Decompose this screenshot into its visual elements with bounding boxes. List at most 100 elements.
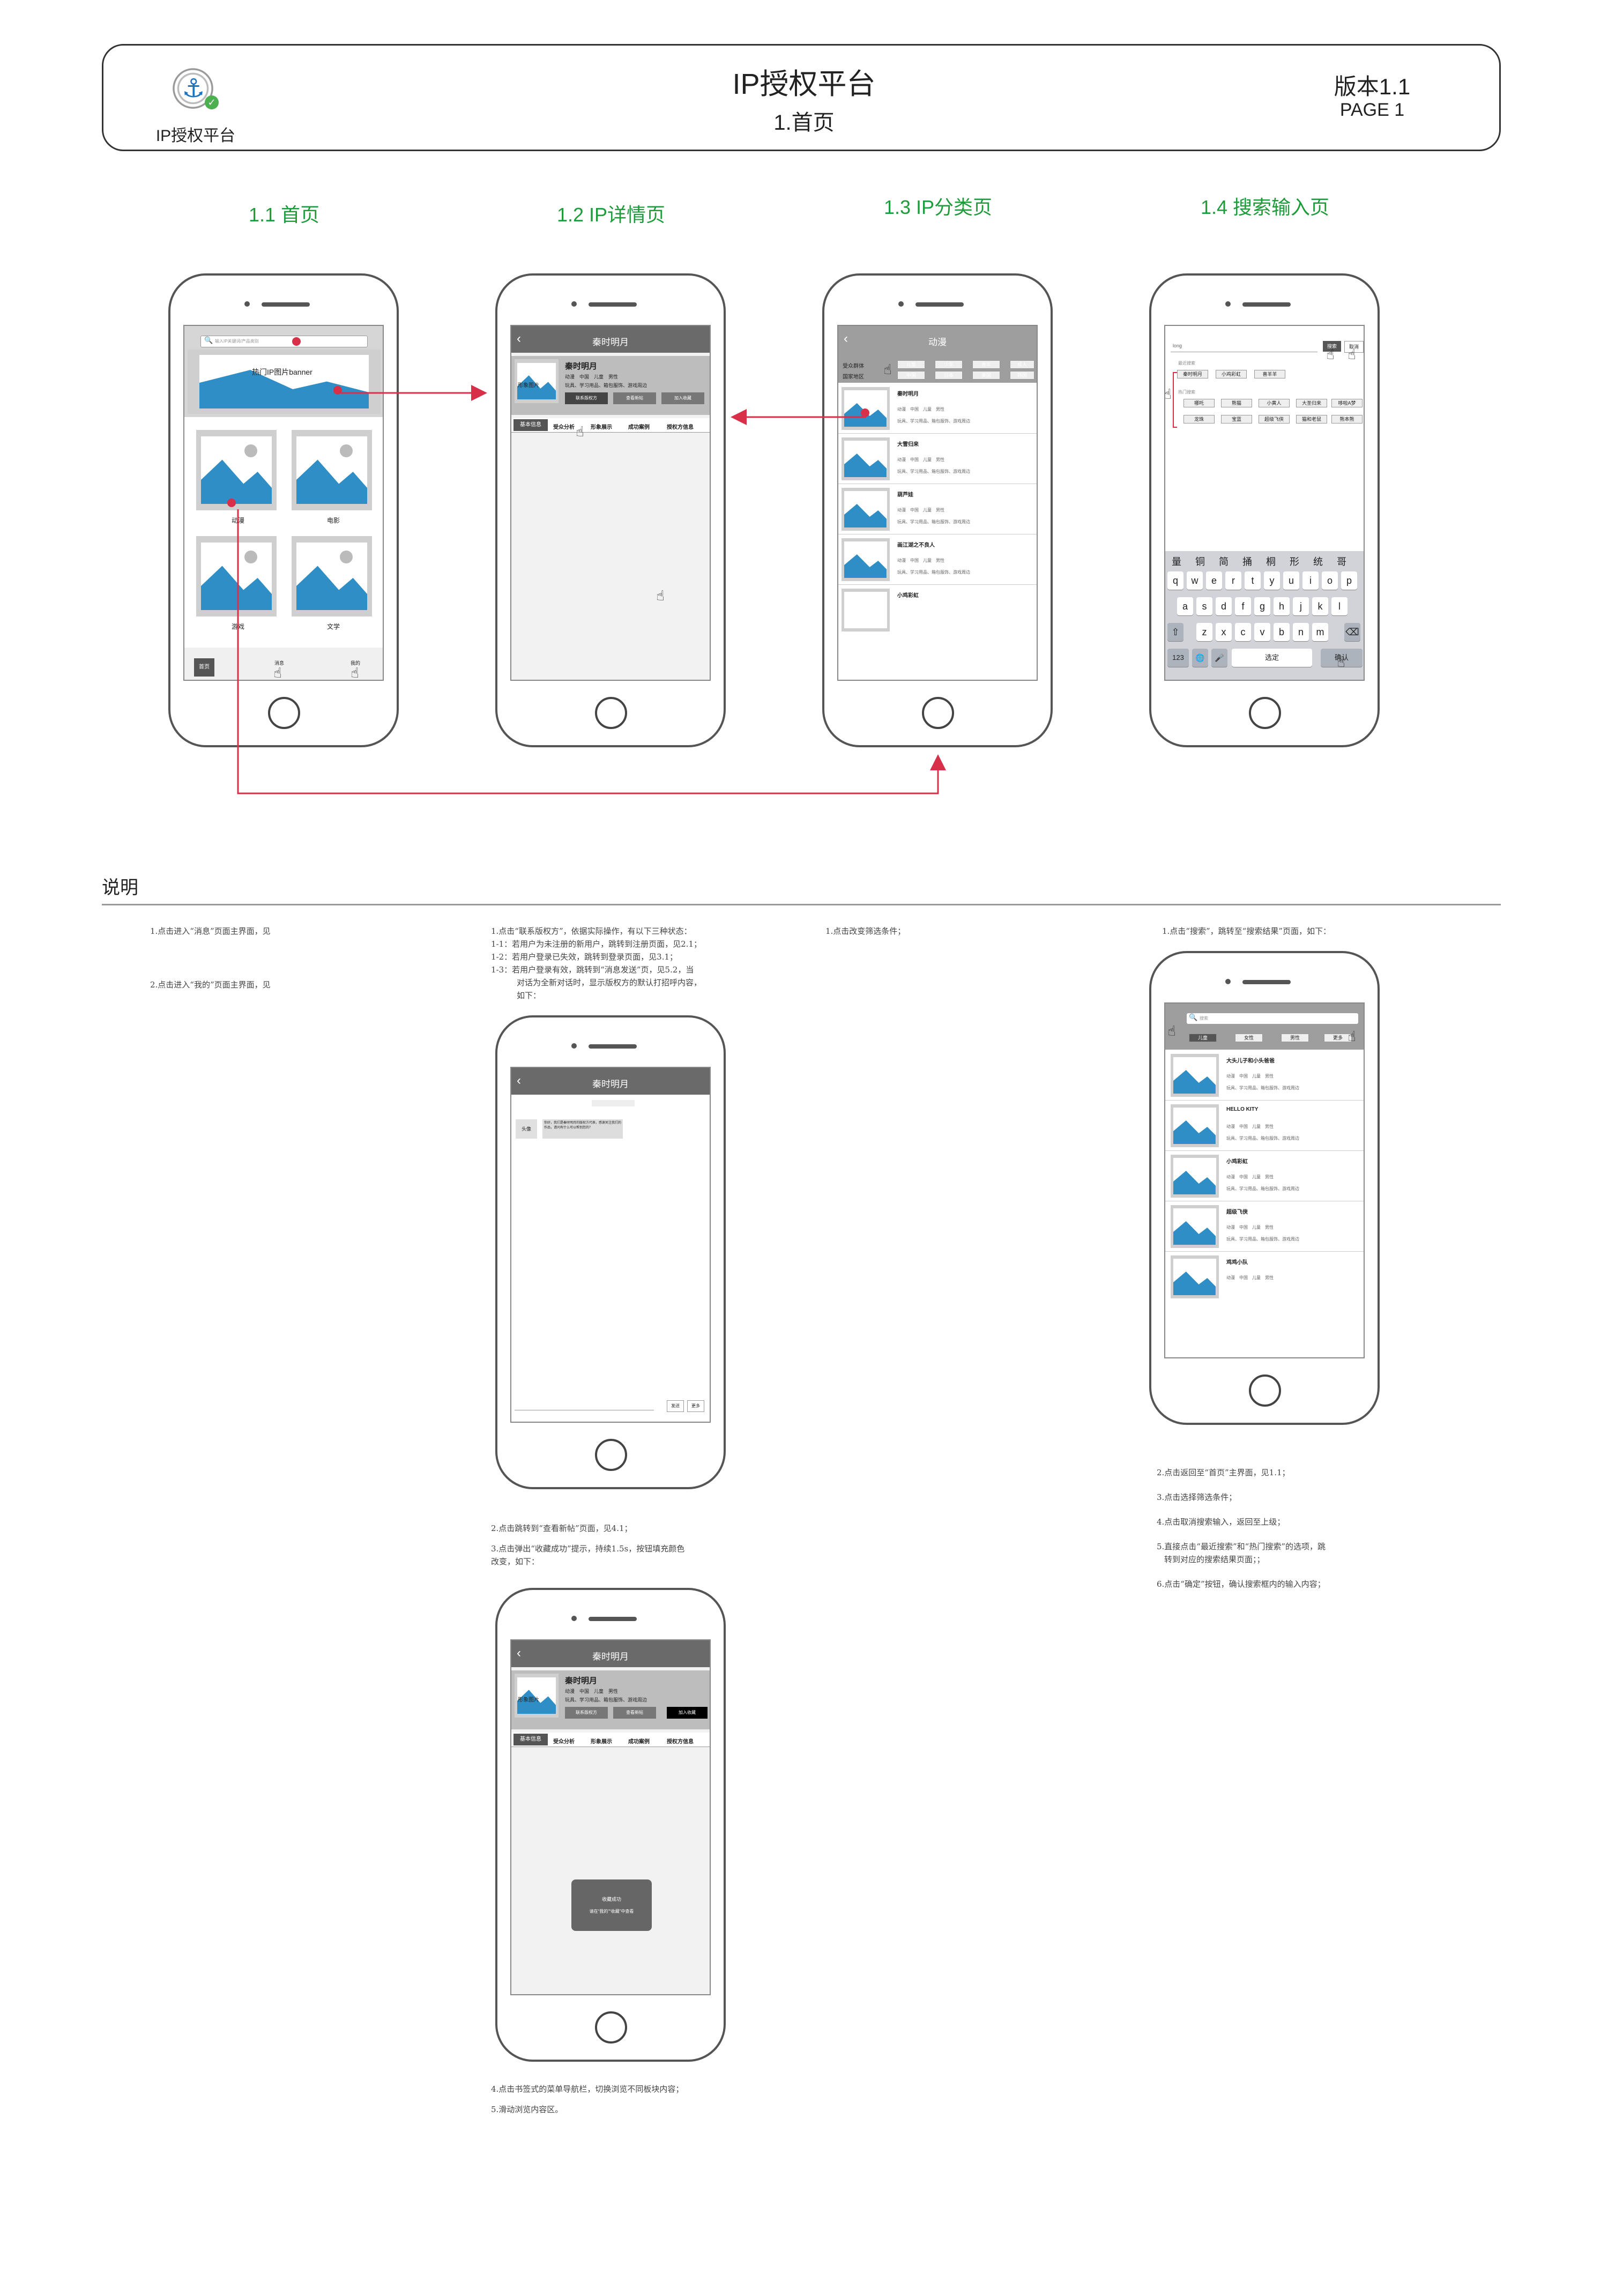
view-new-button[interactable]: 查看新帖: [613, 1707, 656, 1719]
hot-chip[interactable]: 小黄人: [1259, 399, 1290, 407]
filter-option[interactable]: 更多: [1324, 1034, 1352, 1042]
tab-basic-info[interactable]: 基本信息: [513, 1734, 548, 1745]
more-button[interactable]: 更多: [687, 1400, 704, 1412]
candidate[interactable]: 桐: [1266, 556, 1276, 567]
key[interactable]: v: [1254, 623, 1270, 641]
list-item-cover[interactable]: [1171, 1255, 1219, 1298]
filter-option[interactable]: 中国: [897, 371, 925, 380]
filter-option[interactable]: 韩国: [1010, 371, 1034, 380]
candidate[interactable]: 铜: [1195, 556, 1205, 567]
back-icon[interactable]: ‹: [844, 331, 848, 346]
list-item-title[interactable]: 鸡鸡小队: [1226, 1260, 1248, 1266]
hot-chip[interactable]: 哆啦A梦: [1331, 399, 1363, 407]
key[interactable]: p: [1341, 571, 1357, 590]
key[interactable]: i: [1302, 571, 1319, 590]
list-item-title[interactable]: 画江湖之不良人: [897, 543, 935, 548]
chat-input[interactable]: [515, 1399, 654, 1410]
tab-home[interactable]: 首页: [194, 658, 214, 677]
recent-chip[interactable]: 秦时明月: [1177, 370, 1208, 378]
hot-chip[interactable]: 猫和老鼠: [1296, 415, 1327, 423]
key[interactable]: k: [1312, 597, 1328, 615]
tab-audience[interactable]: 受众分析: [553, 425, 575, 430]
hot-chip[interactable]: 熊本熊: [1331, 415, 1363, 423]
tab-licensor[interactable]: 授权方信息: [667, 425, 694, 430]
key[interactable]: u: [1283, 571, 1299, 590]
space-key[interactable]: 选定: [1232, 649, 1312, 667]
candidate[interactable]: 捅: [1242, 556, 1252, 567]
confirm-key[interactable]: 确认: [1321, 649, 1363, 667]
hot-chip[interactable]: 超级飞侠: [1259, 415, 1290, 423]
key[interactable]: r: [1225, 571, 1241, 590]
key[interactable]: d: [1216, 597, 1232, 615]
hot-chip[interactable]: 大圣归来: [1296, 399, 1327, 407]
mic-key-icon[interactable]: 🎤: [1211, 649, 1227, 667]
candidate[interactable]: 形: [1290, 556, 1299, 567]
back-icon[interactable]: ‹: [517, 1646, 521, 1660]
key[interactable]: w: [1187, 571, 1203, 590]
back-icon[interactable]: ‹: [517, 1073, 521, 1088]
candidate[interactable]: 哥: [1337, 556, 1346, 567]
list-item-title[interactable]: 葫芦娃: [897, 492, 913, 498]
hot-chip[interactable]: 龙珠: [1183, 415, 1215, 423]
list-item-cover[interactable]: [842, 437, 890, 480]
key[interactable]: z: [1196, 623, 1212, 641]
filter-option[interactable]: 少年: [935, 360, 963, 369]
list-item-title[interactable]: 小鸡彩虹: [1226, 1159, 1248, 1165]
candidate[interactable]: 统: [1313, 556, 1323, 567]
hot-chip[interactable]: 熊猫: [1221, 399, 1252, 407]
search-input[interactable]: 🔍 搜索: [1187, 1013, 1358, 1024]
category-card-movie[interactable]: [292, 430, 372, 510]
category-card-anime[interactable]: [196, 430, 277, 510]
key[interactable]: y: [1264, 571, 1280, 590]
key[interactable]: f: [1235, 597, 1251, 615]
home-button[interactable]: [268, 697, 300, 729]
list-item-cover[interactable]: [842, 538, 890, 581]
numbers-key[interactable]: 123: [1167, 649, 1189, 667]
list-item-title[interactable]: 小鸡彩虹: [897, 593, 919, 599]
key[interactable]: t: [1245, 571, 1261, 590]
list-item-cover[interactable]: [1171, 1155, 1219, 1198]
candidate[interactable]: 简: [1219, 556, 1229, 567]
key[interactable]: x: [1216, 623, 1232, 641]
list-item-cover[interactable]: [842, 488, 890, 531]
tab-image[interactable]: 形象展示: [591, 1739, 612, 1745]
tab-basic-info[interactable]: 基本信息: [513, 419, 548, 431]
key[interactable]: a: [1177, 597, 1193, 615]
recent-chip[interactable]: 小鸡彩虹: [1216, 370, 1247, 378]
home-button[interactable]: [595, 2011, 627, 2044]
list-item-cover[interactable]: [842, 589, 890, 631]
cancel-button[interactable]: 取消: [1344, 341, 1364, 353]
key[interactable]: b: [1274, 623, 1290, 641]
list-item-title[interactable]: 超级飞侠: [1226, 1209, 1248, 1215]
tab-audience[interactable]: 受众分析: [553, 1739, 575, 1745]
hot-chip[interactable]: 宝蓝: [1221, 415, 1252, 423]
contact-button[interactable]: 联系版权方: [565, 1707, 608, 1719]
home-button[interactable]: [595, 697, 627, 729]
list-item-title[interactable]: HELLO KITY: [1226, 1106, 1259, 1112]
filter-option[interactable]: 男性: [1281, 1034, 1309, 1042]
category-card-literature[interactable]: [292, 536, 372, 616]
home-button[interactable]: [1249, 697, 1281, 729]
category-card-game[interactable]: [196, 536, 277, 616]
list-item-cover[interactable]: [1171, 1205, 1219, 1248]
key[interactable]: m: [1312, 623, 1328, 641]
tab-cases[interactable]: 成功案例: [628, 1739, 650, 1745]
backspace-key-icon[interactable]: ⌫: [1344, 623, 1360, 641]
tab-image[interactable]: 形象展示: [591, 425, 612, 430]
filter-option[interactable]: 美国: [972, 371, 1000, 380]
tab-cases[interactable]: 成功案例: [628, 425, 650, 430]
tab-licensor[interactable]: 授权方信息: [667, 1739, 694, 1745]
send-button[interactable]: 发送: [667, 1400, 684, 1412]
search-input[interactable]: 🔍 输入IP关键词/产品类别: [200, 336, 368, 347]
filter-option[interactable]: 成人: [1010, 360, 1034, 369]
filter-option[interactable]: 日本: [935, 371, 963, 380]
filter-option[interactable]: 女性: [1235, 1034, 1263, 1042]
contact-button[interactable]: 联系版权方: [565, 392, 608, 404]
home-button[interactable]: [1249, 1374, 1281, 1407]
key[interactable]: g: [1254, 597, 1270, 615]
key[interactable]: c: [1235, 623, 1251, 641]
shift-key-icon[interactable]: ⇧: [1167, 623, 1183, 641]
filter-option[interactable]: 青年: [972, 360, 1000, 369]
key[interactable]: s: [1196, 597, 1212, 615]
list-item-title[interactable]: 秦时明月: [897, 391, 919, 397]
